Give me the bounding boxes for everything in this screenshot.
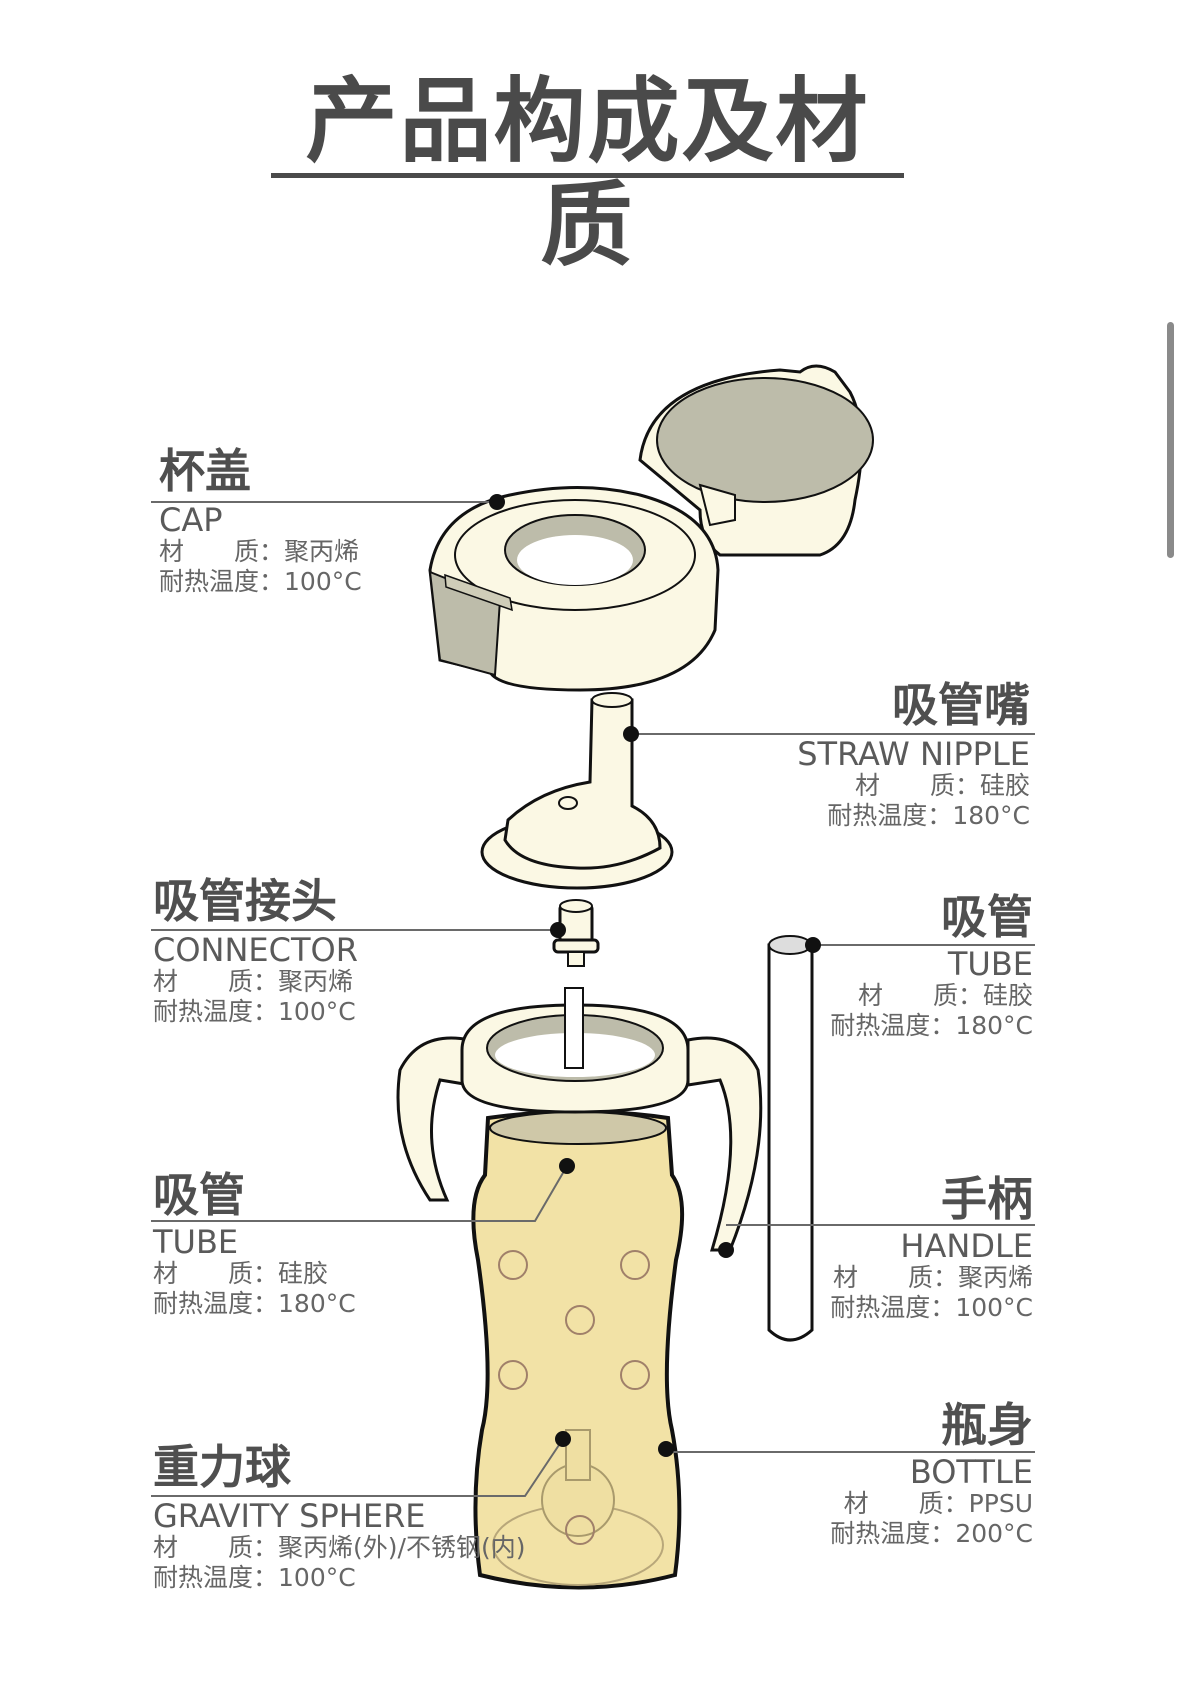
bottle-cn: 瓶身 — [941, 1398, 1033, 1452]
leader-lines — [151, 501, 1035, 1497]
sphere-en: GRAVITY SPHERE — [153, 1496, 426, 1535]
cap-drawing — [428, 364, 874, 692]
nipple-drawing — [480, 692, 674, 890]
tube-left-material: 硅胶 — [278, 1258, 329, 1288]
page-title: 产品构成及材质 — [305, 68, 870, 279]
connector-cn: 吸管接头 — [153, 874, 337, 928]
material-label: 材 质： — [843, 1488, 969, 1518]
material-label: 材 质： — [857, 980, 983, 1010]
bottle-material: PPSU — [968, 1488, 1033, 1518]
heat-label: 耐热温度： — [153, 1289, 279, 1319]
connector-heat: 100°C — [278, 997, 356, 1027]
pointer-dots — [489, 494, 821, 1457]
tube-right-heat: 180°C — [955, 1011, 1033, 1041]
material-label: 材 质： — [153, 966, 279, 996]
heat-label: 耐热温度： — [153, 997, 279, 1027]
handle-material: 聚丙烯 — [957, 1262, 1033, 1292]
cap-en: CAP — [159, 500, 223, 539]
connector-material: 聚丙烯 — [278, 966, 354, 996]
heat-label: 耐热温度： — [153, 1563, 279, 1593]
label-bottle: 瓶身 BOTTLE 材 质：PPSU 耐热温度：200°C — [830, 1400, 1033, 1548]
tube-left-cn: 吸管 — [153, 1168, 245, 1222]
material-label: 材 质： — [832, 1262, 958, 1292]
label-cap: 杯盖 CAP 材 质：聚丙烯 耐热温度：100°C — [159, 446, 362, 596]
material-label: 材 质： — [153, 1532, 279, 1562]
cap-heat: 100°C — [284, 567, 362, 597]
title-underline — [271, 173, 904, 178]
bottle-drawing — [471, 1109, 685, 1590]
nipple-heat: 180°C — [952, 801, 1030, 831]
tube-left-en: TUBE — [153, 1222, 239, 1261]
heat-label: 耐热温度： — [159, 567, 285, 597]
cap-material: 聚丙烯 — [284, 536, 360, 566]
sphere-cn: 重力球 — [153, 1440, 291, 1494]
label-sphere: 重力球 GRAVITY SPHERE 材 质：聚丙烯(外)/不锈钢(内) 耐热温… — [153, 1442, 525, 1592]
heat-label: 耐热温度： — [827, 801, 953, 831]
label-handle: 手柄 HANDLE 材 质：聚丙烯 耐热温度：100°C — [830, 1174, 1033, 1322]
material-label: 材 质： — [854, 770, 980, 800]
bear-pattern — [498, 1250, 650, 1545]
heat-label: 耐热温度： — [830, 1011, 956, 1041]
sphere-heat: 100°C — [278, 1563, 356, 1593]
sphere-material: 聚丙烯(外)/不锈钢(内) — [278, 1532, 526, 1562]
scrollbar[interactable] — [1167, 322, 1174, 558]
cap-cn: 杯盖 — [159, 444, 251, 498]
label-tube-right: 吸管 TUBE 材 质：硅胶 耐热温度：180°C — [830, 892, 1033, 1040]
heat-label: 耐热温度： — [830, 1519, 956, 1549]
tube-right-en: TUBE — [947, 944, 1033, 983]
heat-label: 耐热温度： — [830, 1293, 956, 1323]
handle-drawing — [396, 987, 763, 1252]
nipple-material: 硅胶 — [979, 770, 1030, 800]
nipple-en: STRAW NIPPLE — [797, 734, 1030, 773]
label-tube-left: 吸管 TUBE 材 质：硅胶 耐热温度：180°C — [153, 1170, 356, 1318]
label-connector: 吸管接头 CONNECTOR 材 质：聚丙烯 耐热温度：100°C — [153, 876, 358, 1026]
tube-left-heat: 180°C — [278, 1289, 356, 1319]
tube-right-cn: 吸管 — [941, 890, 1033, 944]
handle-heat: 100°C — [955, 1293, 1033, 1323]
bottle-en: BOTTLE — [909, 1452, 1033, 1491]
handle-en: HANDLE — [900, 1226, 1033, 1265]
tube-drawing — [767, 935, 814, 1342]
material-label: 材 质： — [153, 1258, 279, 1288]
nipple-cn: 吸管嘴 — [892, 678, 1030, 732]
tube-right-material: 硅胶 — [982, 980, 1033, 1010]
bottle-heat: 200°C — [955, 1519, 1033, 1549]
connector-en: CONNECTOR — [153, 930, 358, 969]
material-label: 材 质： — [159, 536, 285, 566]
label-nipple: 吸管嘴 STRAW NIPPLE 材 质：硅胶 耐热温度：180°C — [797, 680, 1030, 830]
handle-cn: 手柄 — [941, 1172, 1033, 1226]
